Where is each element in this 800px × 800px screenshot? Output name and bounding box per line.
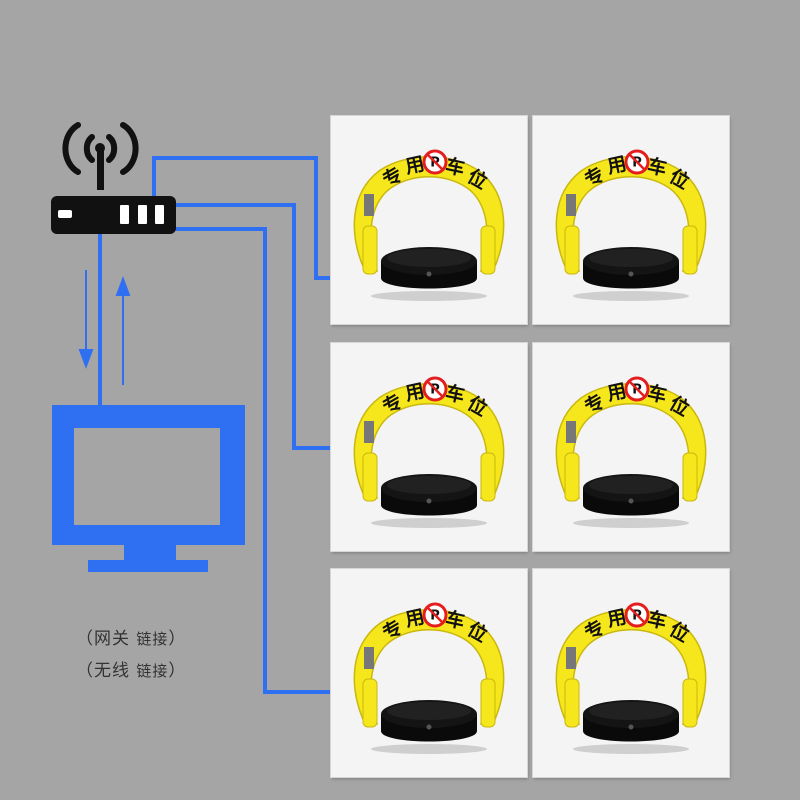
parking-lock-icon: 专用车位P	[555, 602, 707, 754]
lock-label-char: 车	[444, 154, 467, 180]
caption-sub-text: 链接	[136, 630, 169, 648]
caption-close-paren: ）	[168, 629, 187, 649]
caption-open-paren: （	[76, 629, 94, 649]
down-arrow-icon	[78, 349, 94, 369]
caption-close-paren: ）	[168, 661, 187, 681]
wifi-router-icon	[51, 122, 176, 234]
parking-lock-icon: 专用车位P	[353, 149, 505, 301]
data-arrows	[78, 270, 131, 385]
lock-label-char: 用	[403, 380, 426, 405]
lock-label-char: 车	[444, 607, 467, 633]
link-lines	[98, 156, 332, 694]
lock-label-char: 用	[605, 380, 628, 405]
lock-base	[381, 247, 477, 289]
lock-base	[381, 474, 477, 516]
caption-open-paren: （	[76, 661, 94, 681]
lock-label-char: 车	[444, 381, 467, 407]
lock-base	[583, 247, 679, 289]
monitor-icon	[52, 405, 245, 572]
up-arrow-icon	[115, 276, 131, 296]
lock-base	[583, 700, 679, 742]
parking-lock-card: 专用车位P	[533, 569, 729, 777]
parking-lock-card: 专用车位P	[533, 116, 729, 324]
parking-lock-icon: 专用车位P	[353, 376, 505, 528]
parking-lock-card: 专用车位P	[331, 569, 527, 777]
parking-lock-card: 专用车位P	[331, 343, 527, 551]
gateway-link-caption: （网关 链接）	[76, 624, 206, 649]
lock-base	[381, 700, 477, 742]
lock-label-char: 车	[646, 154, 669, 180]
lock-label-char: 用	[605, 153, 628, 178]
link-line-row3	[172, 227, 332, 694]
lock-label-char: 车	[646, 607, 669, 633]
link-line-row2	[172, 203, 332, 450]
caption-sub-text: 链接	[136, 662, 169, 680]
parking-lock-icon: 专用车位P	[555, 376, 707, 528]
parking-lock-icon: 专用车位P	[353, 602, 505, 754]
lock-label-char: 车	[646, 381, 669, 407]
parking-lock-card: 专用车位P	[533, 343, 729, 551]
caption-main-text: 网关	[94, 629, 130, 649]
lock-label-char: 用	[403, 153, 426, 178]
parking-lock-card: 专用车位P	[331, 116, 527, 324]
link-line-row1	[152, 156, 332, 280]
lock-label-char: 用	[403, 606, 426, 631]
caption-main-text: 无线	[94, 661, 130, 681]
lock-base	[583, 474, 679, 516]
parking-lock-icon: 专用车位P	[555, 149, 707, 301]
wireless-link-caption: （无线 链接）	[76, 656, 206, 681]
lock-label-char: 用	[605, 606, 628, 631]
